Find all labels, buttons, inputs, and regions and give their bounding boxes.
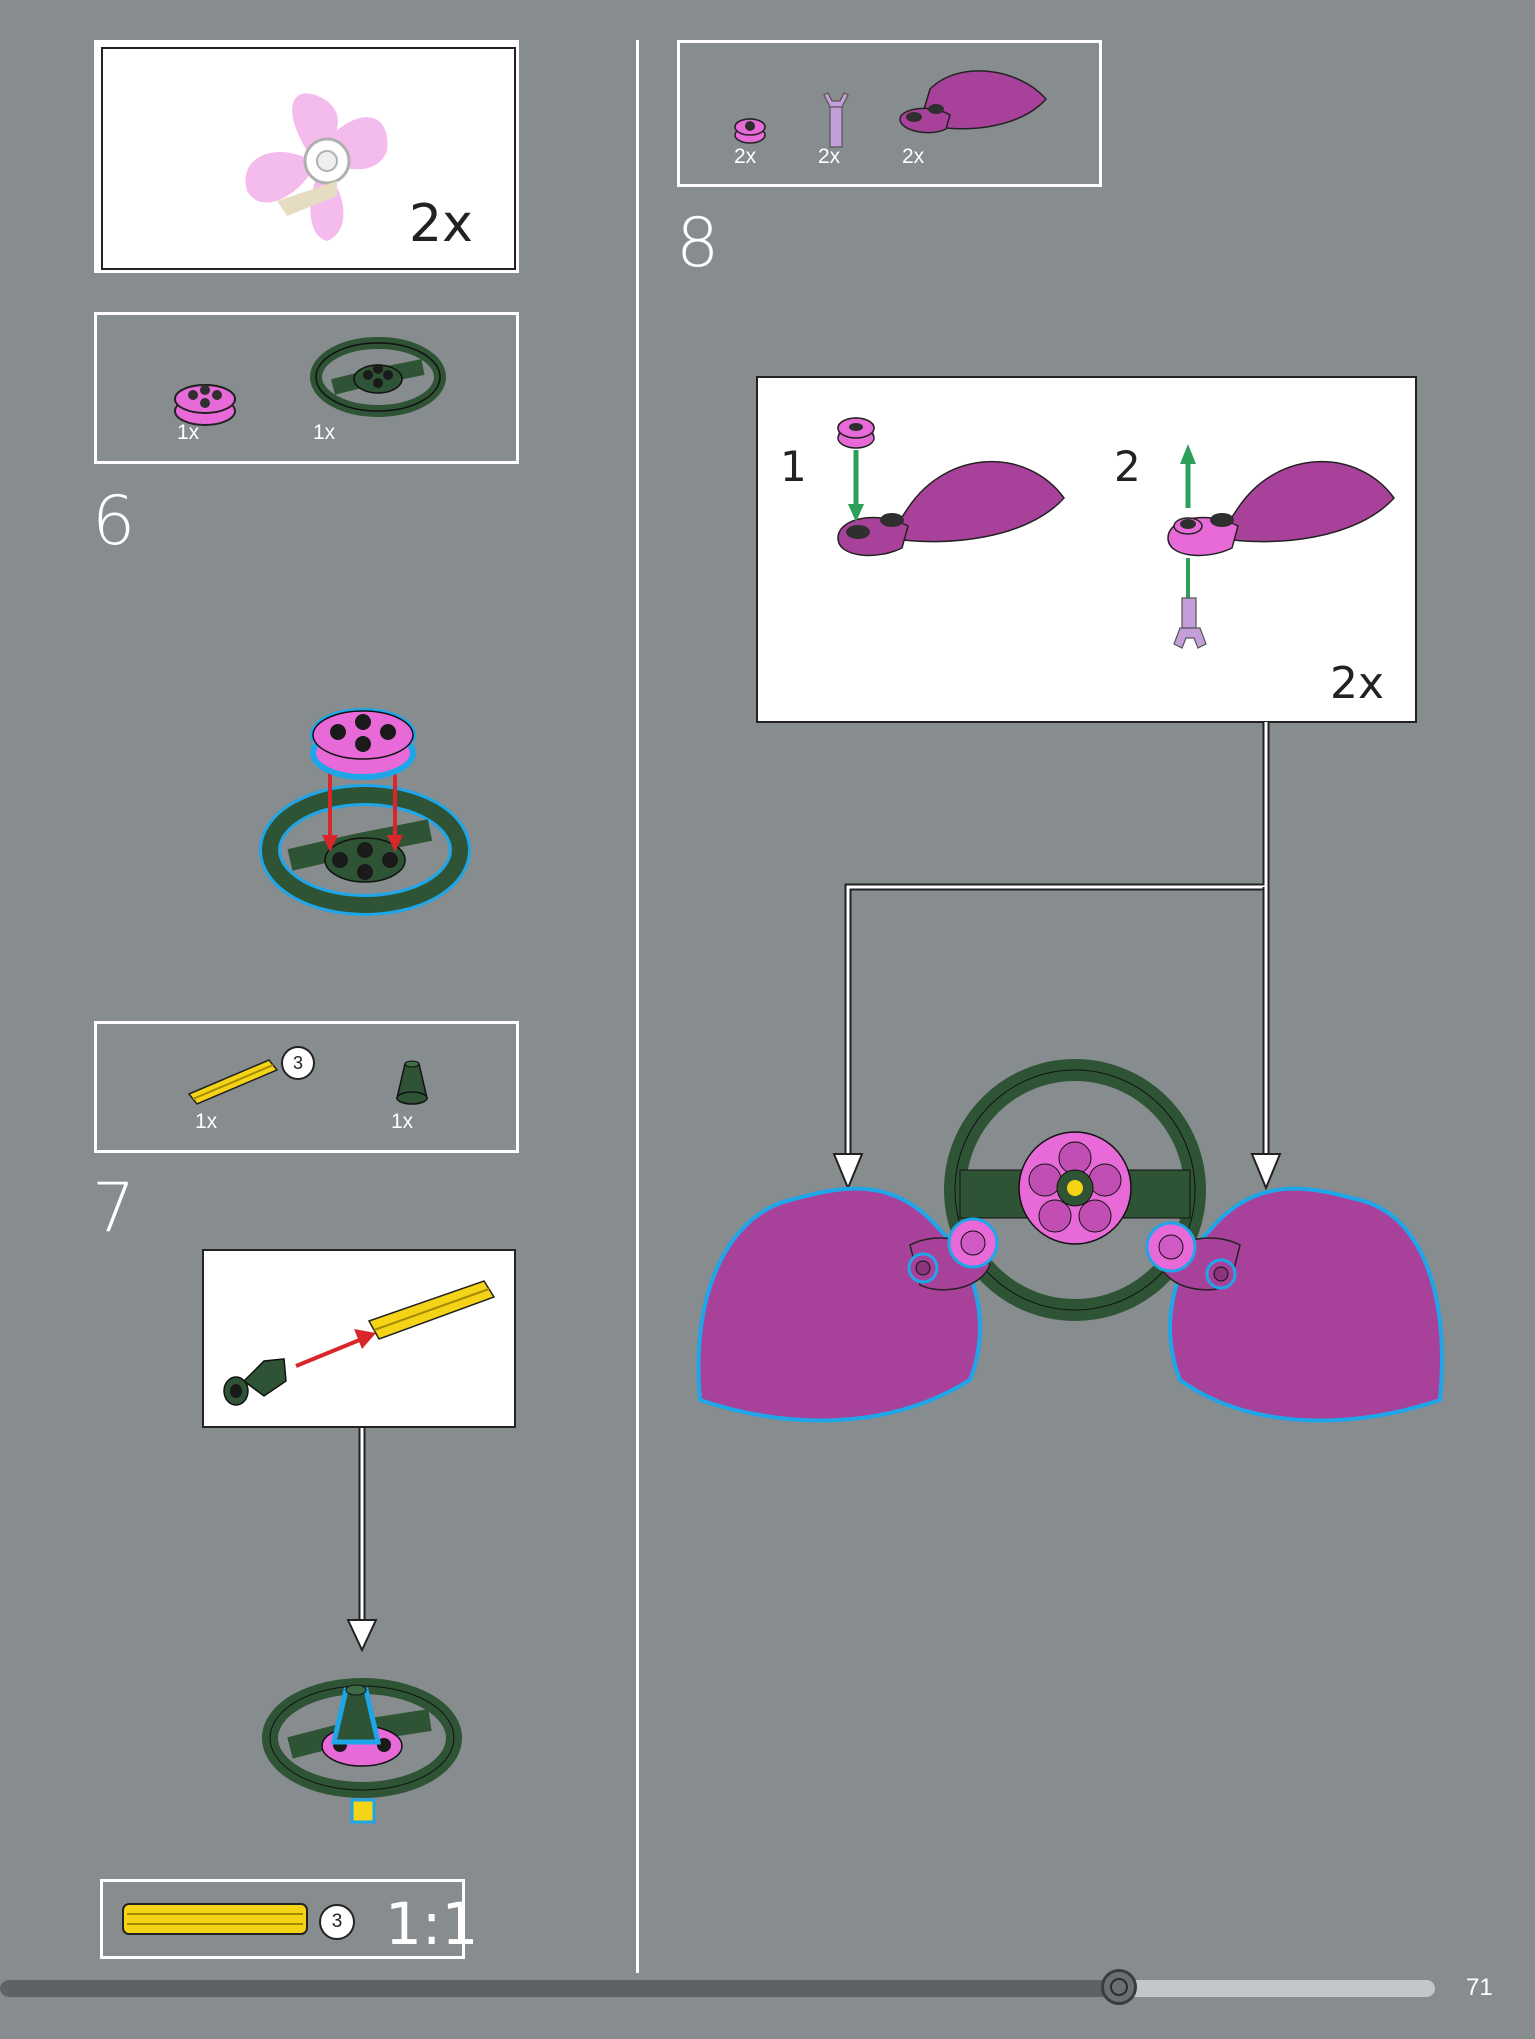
step6-number: 6 (92, 482, 136, 561)
step6-part1-qty: 1x (177, 421, 200, 444)
axle-length-badge: 3 (281, 1046, 315, 1080)
submodel-callout: 2x (94, 40, 519, 273)
step8-connector-arrows (832, 722, 1282, 1191)
step6-assembly (259, 708, 471, 916)
step8-parts-list: 2x 2x 2x (677, 40, 1102, 187)
progress-handle[interactable] (1101, 1969, 1137, 2005)
step7-parts-list: 3 1x 1x (94, 1021, 519, 1153)
pink-small-round-plate-icon (734, 118, 766, 144)
step8-part1-qty: 2x (734, 145, 757, 168)
pink-round-plate-icon (174, 384, 236, 426)
cone-onto-axle-illustration (223, 1280, 496, 1406)
step8-substep-1: 1 (780, 442, 807, 491)
progress-bar-track[interactable] (0, 1969, 1435, 2005)
step7-part1-qty: 1x (195, 1110, 218, 1133)
submodel-multiplier: 2x (409, 194, 473, 254)
progress-bar-fill (0, 1980, 1119, 1997)
step8-part3-qty: 2x (902, 145, 925, 168)
step7-assembly (262, 1678, 462, 1824)
axle-scale-box: 3 1:1 (100, 1879, 478, 1959)
step7-callout (202, 1249, 516, 1428)
step8-callout: 1 2 2x (756, 376, 1417, 723)
dark-green-cone-icon (396, 1060, 428, 1105)
scale-ratio: 1:1 (385, 1890, 479, 1958)
step8-substep-2: 2 (1114, 442, 1141, 491)
substep2-illustration (1167, 444, 1395, 649)
yellow-axle-icon (187, 1059, 279, 1105)
step7-part2-qty: 1x (391, 1110, 414, 1133)
lavender-stem-clip-icon (823, 92, 849, 148)
orchid-flower-preview (245, 93, 388, 241)
step8-assembly (696, 1059, 1444, 1423)
step8-part2-qty: 2x (818, 145, 841, 168)
step7-number: 7 (92, 1169, 136, 1248)
step6-part2-qty: 1x (313, 421, 336, 444)
steering-wheel-icon (310, 337, 446, 417)
step8-multiplier: 2x (1330, 658, 1385, 709)
step7-connector-arrow (346, 1428, 378, 1653)
column-divider (636, 40, 639, 1973)
step8-number: 8 (676, 204, 720, 283)
substep1-illustration (837, 417, 1065, 557)
scale-length-badge: 3 (319, 1904, 355, 1940)
step6-parts-list: 1x 1x (94, 312, 519, 464)
page-number: 71 (1466, 1974, 1493, 2001)
magenta-petal-icon (899, 70, 1047, 134)
axle-scale-icon (122, 1903, 308, 1935)
